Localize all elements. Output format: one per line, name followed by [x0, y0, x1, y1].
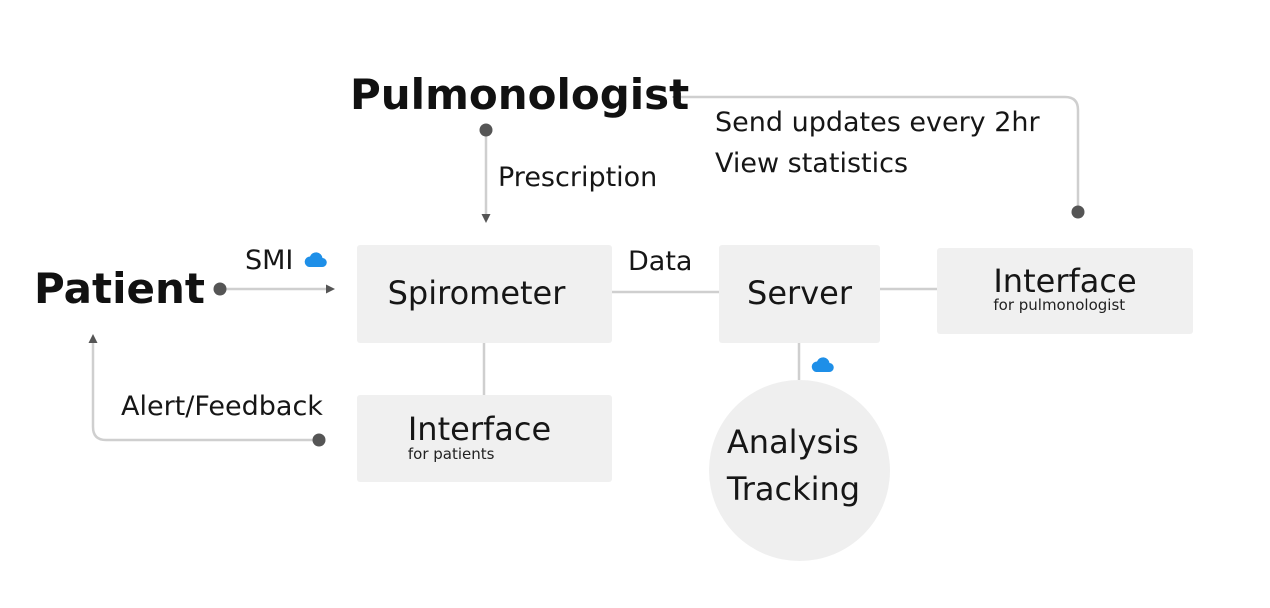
label-prescription: Prescription	[498, 162, 658, 193]
interface-pulmonologist-title: Interface	[993, 261, 1137, 300]
spirometer-box: Spirometer	[357, 245, 612, 343]
analysis-label: Analysis	[726, 423, 859, 462]
arrowhead-down	[481, 214, 491, 223]
label-alert-feedback: Alert/Feedback	[121, 391, 323, 422]
label-smi: SMI	[245, 245, 294, 276]
spirometer-title: Spirometer	[387, 274, 566, 313]
interface-patients-box: Interface for patients	[357, 395, 612, 482]
arrowhead-up	[88, 334, 98, 343]
label-send-updates: Send updates every 2hr	[715, 107, 1040, 138]
interface-pulmonologist-box: Interface for pulmonologist	[937, 248, 1193, 334]
server-box: Server	[719, 245, 880, 343]
interface-patients-title: Interface	[407, 410, 552, 449]
connector-dot	[1071, 205, 1085, 219]
arrowhead-left	[672, 92, 681, 102]
connector-feedback-patient	[91, 340, 319, 442]
actor-pulmonologist: Pulmonologist	[350, 70, 690, 119]
interface-pulmonologist-subtitle: for pulmonologist	[993, 296, 1126, 315]
tracking-label: Tracking	[726, 469, 861, 508]
connector-dot	[312, 433, 326, 447]
analysis-tracking-circle: Analysis Tracking	[709, 380, 890, 561]
server-title: Server	[747, 274, 852, 313]
connector-interface-pulmonologist	[679, 95, 1080, 212]
label-view-statistics: View statistics	[715, 148, 909, 179]
connector-dot	[213, 282, 227, 296]
cloud-icon	[811, 357, 834, 373]
connector-dot	[479, 123, 493, 137]
cloud-icon	[304, 252, 327, 268]
arrowhead-right	[326, 284, 335, 294]
interface-patients-subtitle: for patients	[407, 444, 495, 463]
actor-patient: Patient	[34, 264, 205, 313]
label-data: Data	[628, 246, 693, 277]
